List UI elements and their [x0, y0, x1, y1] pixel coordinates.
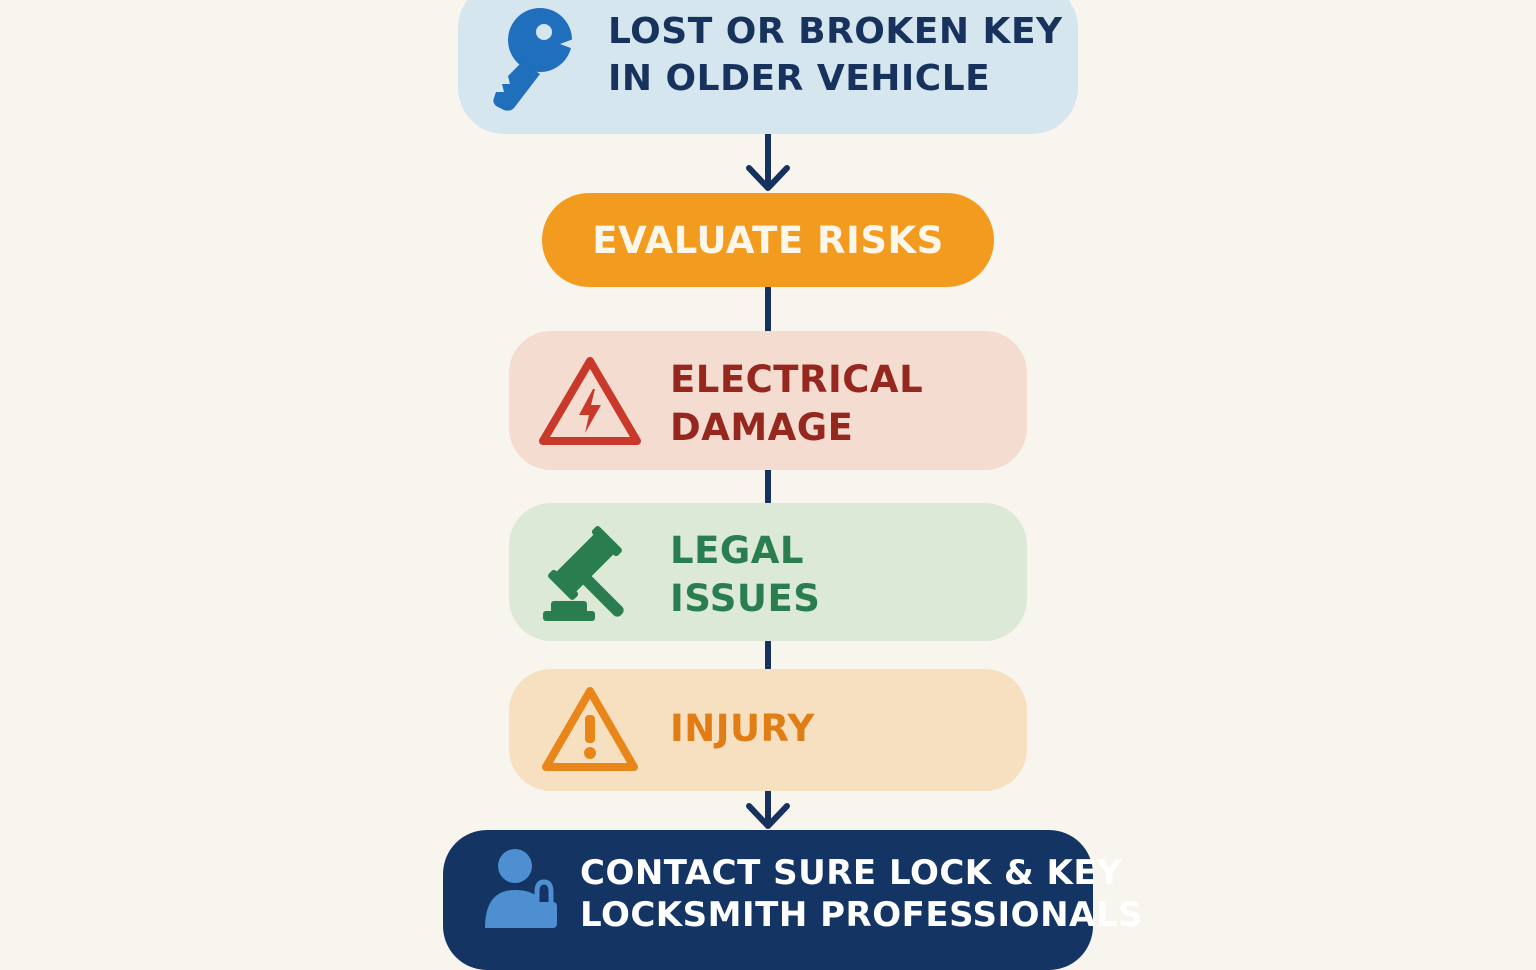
electrical-label-line1: ELECTRICAL	[670, 358, 924, 401]
injury-label: INJURY	[670, 705, 815, 753]
connector-evaluate-electrical	[765, 287, 771, 331]
connector-legal-injury	[765, 641, 771, 669]
injury-label-line1: INJURY	[670, 707, 815, 750]
node-electrical-damage: ELECTRICAL DAMAGE	[509, 331, 1027, 470]
start-label: LOST OR BROKEN KEY IN OLDER VEHICLE	[608, 8, 1063, 102]
node-legal-issues: LEGAL ISSUES	[509, 503, 1027, 641]
node-evaluate-risks: EVALUATE RISKS	[542, 193, 994, 287]
start-label-line1: LOST OR BROKEN KEY	[608, 11, 1063, 52]
gavel-icon	[543, 526, 624, 621]
node-contact-locksmith: CONTACT SURE LOCK & KEY LOCKSMITH PROFES…	[443, 830, 1143, 970]
connector-injury-contact	[765, 791, 771, 823]
evaluate-label: EVALUATE RISKS	[592, 218, 944, 262]
legal-label: LEGAL ISSUES	[670, 527, 820, 623]
locksmith-person-icon	[485, 849, 557, 928]
connector-electrical-legal	[765, 470, 771, 503]
electrical-label: ELECTRICAL DAMAGE	[670, 356, 923, 452]
arrow-down-icon	[746, 165, 790, 191]
contact-label: CONTACT SURE LOCK & KEY LOCKSMITH PROFES…	[580, 852, 1143, 936]
node-injury: INJURY	[509, 669, 1027, 791]
legal-label-line1: LEGAL	[670, 529, 804, 572]
electrical-warning-icon	[539, 357, 641, 445]
contact-label-line2: LOCKSMITH PROFESSIONALS	[580, 895, 1143, 935]
contact-label-line1: CONTACT SURE LOCK & KEY	[580, 853, 1123, 893]
electrical-label-line2: DAMAGE	[670, 406, 854, 449]
connector-start-evaluate	[765, 134, 771, 184]
node-lost-broken-key: LOST OR BROKEN KEY IN OLDER VEHICLE	[458, 0, 1078, 134]
start-label-line2: IN OLDER VEHICLE	[608, 58, 991, 99]
warning-icon	[542, 687, 638, 771]
key-icon	[493, 8, 576, 111]
legal-label-line2: ISSUES	[670, 577, 821, 620]
arrow-down-icon	[746, 803, 790, 829]
